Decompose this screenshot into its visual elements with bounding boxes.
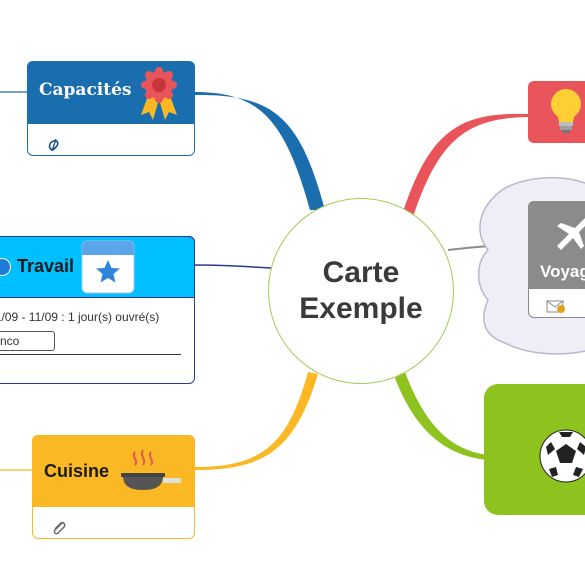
topic-cuisine[interactable]: Cuisine [32,435,195,539]
task-dates: 11/09 - 11/09 : 1 jour(s) ouvré(s) [0,310,160,324]
paperclip-icon[interactable] [50,519,68,537]
calendar-star-icon [81,240,135,294]
topic-capacites-label: Capacités [39,80,132,100]
topic-travail-label: Travail [17,256,75,276]
task-resource-label: Franco [0,334,20,348]
link-icon[interactable] [46,137,62,153]
airplane-icon [557,218,585,250]
central-title-line1: Carte [322,256,400,289]
mail-icon[interactable] [546,298,566,314]
task-divider [0,354,181,355]
topic-idee[interactable] [528,81,585,143]
soccer-ball-icon [539,429,585,483]
branch-travail [194,264,273,269]
topic-capacites[interactable]: Capacités [27,61,195,156]
central-title-line2: Exemple [299,292,423,325]
branch-idee [403,113,528,214]
topic-cuisine-header [32,435,195,507]
branch-cuisine [195,372,318,470]
branch-sport [395,372,488,460]
topic-voyage-label: Voyage [540,262,585,281]
branch-capacites [195,92,325,210]
frying-pan-icon [121,449,181,490]
topic-voyage[interactable]: Voyage [528,201,585,318]
topic-voyage-header [528,201,585,289]
topic-travail[interactable]: Travail 11/09 - 11/09 : 1 jour(s) ouvré(… [0,236,195,384]
award-ribbon-icon [141,67,177,120]
central-topic[interactable]: Carte Exemple [268,198,454,384]
topic-sport[interactable] [484,384,585,515]
lightbulb-icon [551,89,581,133]
task-resource-box[interactable]: Franco [0,331,55,351]
topic-cuisine-label: Cuisine [44,461,110,481]
